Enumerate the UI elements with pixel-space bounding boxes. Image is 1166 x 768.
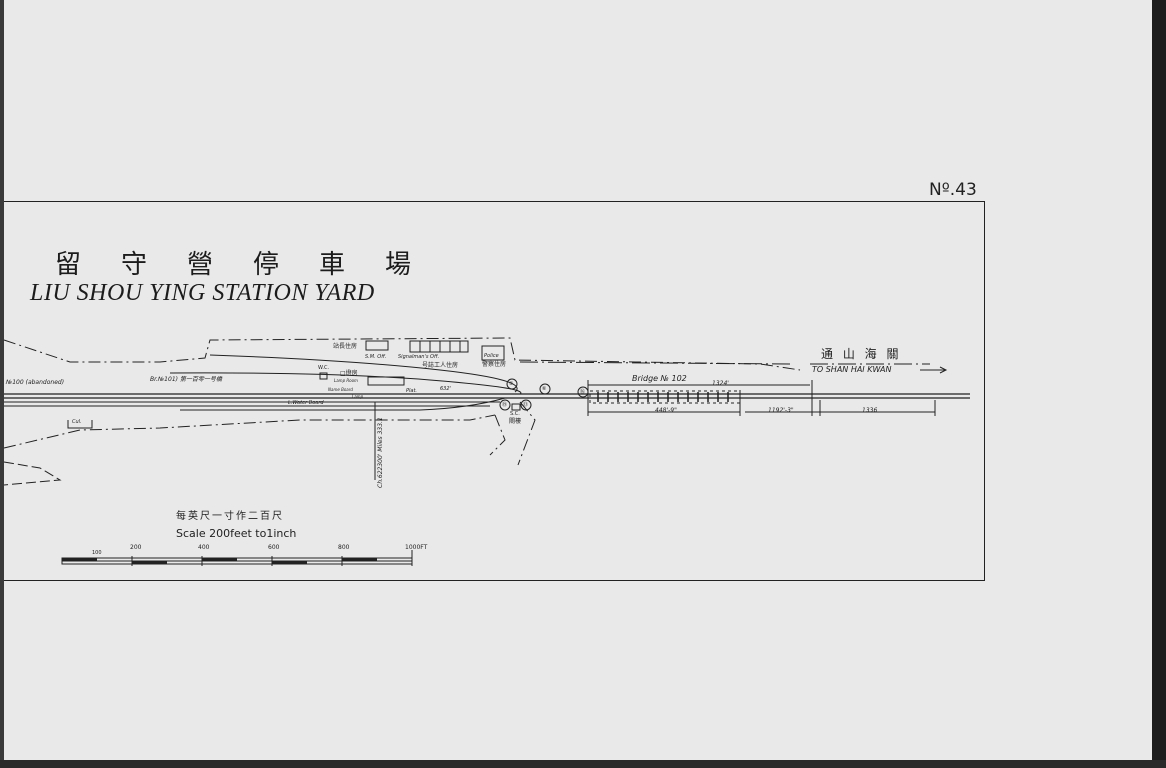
boundary-south-jog2 xyxy=(517,401,536,466)
label-culvert: Cul. xyxy=(72,419,82,425)
label-name-board: Name Board xyxy=(328,387,353,392)
label-stationmaster-cn: 站長住房 xyxy=(333,343,358,350)
scale-label-en: Scale 200feet to1inch xyxy=(176,527,297,540)
culvert-symbol xyxy=(67,420,93,429)
scale-tick-200: 200 xyxy=(130,544,142,551)
platform-shelter xyxy=(367,376,405,386)
scan-edge-left xyxy=(0,0,4,768)
boundary-south xyxy=(3,414,496,449)
label-bridge-100: №100 (abandoned) xyxy=(6,379,65,386)
label-bridge-101: Br.№101) 第一百零一号橋 xyxy=(150,376,222,383)
label-bridge-102: Bridge № 102 xyxy=(632,374,687,383)
title-english: LIU SHOU YING STATION YARD xyxy=(30,280,375,306)
signal-13: ⑬ xyxy=(523,402,529,408)
signal-6-circle xyxy=(539,383,551,395)
signal-19: ⑲ xyxy=(502,402,508,408)
boundary-southwest xyxy=(3,461,62,486)
scale-tick-1000: 1000FT xyxy=(405,544,428,551)
label-plat: Plat. xyxy=(406,388,418,394)
stationmaster-house xyxy=(365,340,389,351)
label-lamp: Lamp xyxy=(352,394,364,399)
label-police-en: Police xyxy=(484,353,499,359)
signal-19-circle xyxy=(499,399,511,411)
label-lwater-board: L.Water Board xyxy=(288,400,324,406)
label-signal-cabin-en: S.C. xyxy=(510,411,520,417)
signal-16-circle xyxy=(577,386,589,398)
direction-arrow-head xyxy=(939,366,948,374)
goods-siding-north xyxy=(209,354,518,393)
wc-building xyxy=(319,372,328,380)
label-police-cn: 警察住房 xyxy=(482,361,507,368)
label-workers-cn: 号誌工人住房 xyxy=(422,362,459,369)
police-house xyxy=(481,345,505,361)
label-lamp-room-cn: □燈房 xyxy=(340,370,358,377)
label-sm-office: S.M. Off. xyxy=(365,354,387,360)
label-dim-1336: 1336 xyxy=(862,407,878,414)
label-dim-448: 448'-9" xyxy=(655,407,677,414)
signal-5: ⑤ xyxy=(509,381,514,387)
scale-label-cn: 每英尺一寸作二百尺 xyxy=(176,511,284,522)
signal-16: ⑯ xyxy=(580,389,586,395)
scan-edge-right xyxy=(1152,0,1166,768)
label-signal-cabin-cn: 閘樓 xyxy=(509,418,522,425)
label-plat-length: 632' xyxy=(440,386,451,392)
loop-siding-south xyxy=(180,397,506,411)
signal-5-circle xyxy=(506,378,518,390)
scale-tick-100: 100 xyxy=(92,550,102,556)
boundary-north xyxy=(3,337,801,371)
scale-tick-400: 400 xyxy=(198,544,210,551)
label-signalman-office: Signalman's Off. xyxy=(398,354,440,360)
title-chinese: 留守營停車場 xyxy=(55,250,452,280)
boundary-south-jog xyxy=(489,414,506,456)
workers-house xyxy=(409,340,469,353)
scale-tick-800: 800 xyxy=(338,544,350,551)
label-dim-1324: 1324' xyxy=(712,380,729,387)
scale-tick-600: 600 xyxy=(268,544,280,551)
label-chainage: Ch.622300' Miles 333.1 xyxy=(377,417,384,488)
scan-edge-bottom xyxy=(0,760,1166,768)
label-dim-1192: 1192'-3" xyxy=(768,407,794,414)
label-lamp-room-en: Lamp Room xyxy=(334,378,358,383)
label-wc: W.C. xyxy=(318,365,330,371)
signal-cabin xyxy=(511,403,521,411)
label-to-shanhaikwan-en: TO SHAN HAI KWAN xyxy=(812,365,892,374)
sheet-number: Nº.43 xyxy=(929,180,977,200)
label-to-shanhaikwan-cn: 通 山 海 關 xyxy=(821,347,902,361)
signal-13-circle xyxy=(520,399,532,411)
drawing-frame xyxy=(4,201,985,581)
boundary-east xyxy=(519,361,791,365)
signal-6: ⑥ xyxy=(542,386,547,392)
